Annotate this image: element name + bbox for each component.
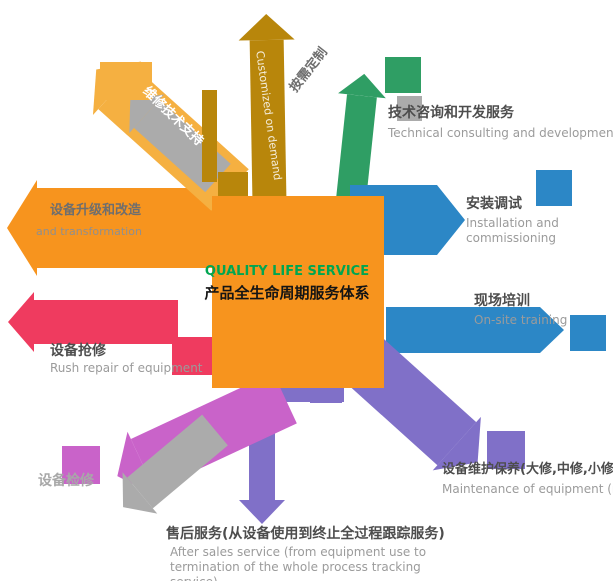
label-tech-consult-zh: 技术咨询和开发服务 <box>388 105 514 121</box>
center-block <box>212 196 384 388</box>
label-maintenance-zh: 设备维护保养(大修,中修,小修,项修等) <box>442 462 613 477</box>
node-square-gray <box>397 96 422 121</box>
arrow-shaft <box>34 300 178 344</box>
label-install-zh: 安装调试 <box>466 196 522 212</box>
label-upgrade-en: and transformation <box>36 225 142 238</box>
label-tech-consult-en: Technical consulting and development <box>388 126 613 140</box>
center-title: QUALITY LIFE SERVICE 产品全生命周期服务体系 <box>198 264 376 303</box>
arrow-head <box>437 185 465 255</box>
label-training-zh: 现场培训 <box>474 293 530 309</box>
label-install-en: Installation and commissioning <box>466 216 559 245</box>
arrow-head <box>540 307 564 353</box>
center-title-en: QUALITY LIFE SERVICE <box>204 264 370 279</box>
label-rush-repair-zh: 设备抢修 <box>50 343 106 359</box>
arrow-head <box>238 13 295 41</box>
label-upgrade-zh: 设备升级和改造 <box>50 203 142 218</box>
arrow-head <box>7 180 37 276</box>
label-training-en: On-site training <box>474 313 568 327</box>
gold-bar <box>202 90 217 182</box>
arrow-shaft <box>386 307 540 353</box>
label-overhaul-zh: 设备检修 <box>38 473 94 489</box>
label-after-sales-en: After sales service (from equipment use … <box>170 545 427 581</box>
label-after-sales-zh: 售后服务(从设备使用到终止全过程跟踪服务) <box>166 526 445 542</box>
arrow-head <box>239 500 285 524</box>
node-square-magenta <box>62 446 100 484</box>
node-square-purple <box>487 431 525 469</box>
center-title-zh: 产品全生命周期服务体系 <box>204 284 370 302</box>
arrow-head <box>338 71 389 99</box>
node-square-gold <box>218 172 248 200</box>
label-maintenance-en: Maintenance of equipment (major, medium,… <box>442 482 613 496</box>
node-square-green <box>385 57 421 93</box>
arrow-training <box>386 307 564 353</box>
node-square-blue-top <box>536 170 572 206</box>
node-square-blue-right <box>570 315 606 351</box>
label-rush-repair-en: Rush repair of equipment <box>50 361 203 375</box>
node-square-yellow <box>100 62 152 100</box>
node-square-red <box>172 337 212 375</box>
arrow-head <box>8 292 34 352</box>
